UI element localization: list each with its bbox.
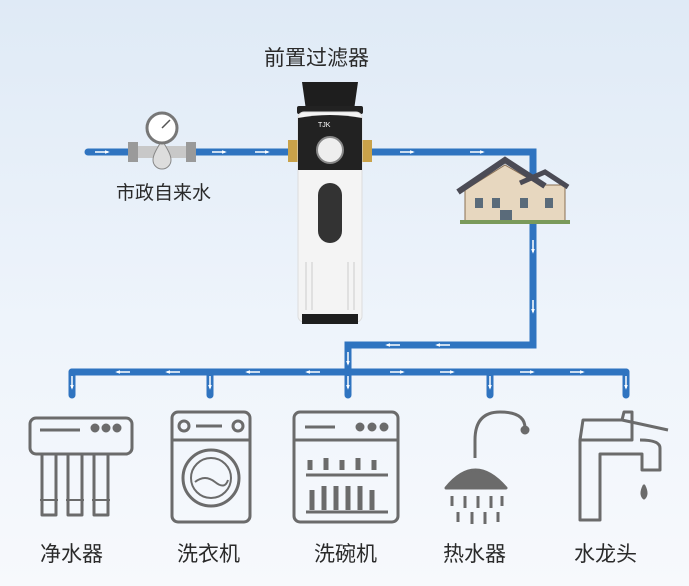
faucet-icon: [578, 410, 669, 522]
appliance-label-faucet: 水龙头: [574, 542, 637, 566]
house-icon: [456, 156, 570, 224]
shower-icon: [444, 410, 530, 524]
appliance-label-water-heater: 热水器: [443, 542, 506, 566]
page-title: 前置过滤器: [264, 46, 369, 70]
filter-brand-logo: TJK: [318, 122, 331, 129]
source-label: 市政自来水: [116, 182, 212, 204]
appliance-label-water-purifier: 净水器: [40, 542, 103, 566]
appliance-label-washing-machine: 洗衣机: [177, 542, 240, 566]
washing-machine-icon: [170, 410, 252, 524]
dishwasher-icon: [292, 410, 400, 524]
appliance-label-dishwasher: 洗碗机: [314, 542, 377, 566]
water-meter-icon: [128, 111, 196, 170]
water-purifier-icon: [28, 416, 134, 517]
flow-arrows: [70, 150, 628, 390]
pre-filter-device: TJK: [288, 82, 372, 324]
